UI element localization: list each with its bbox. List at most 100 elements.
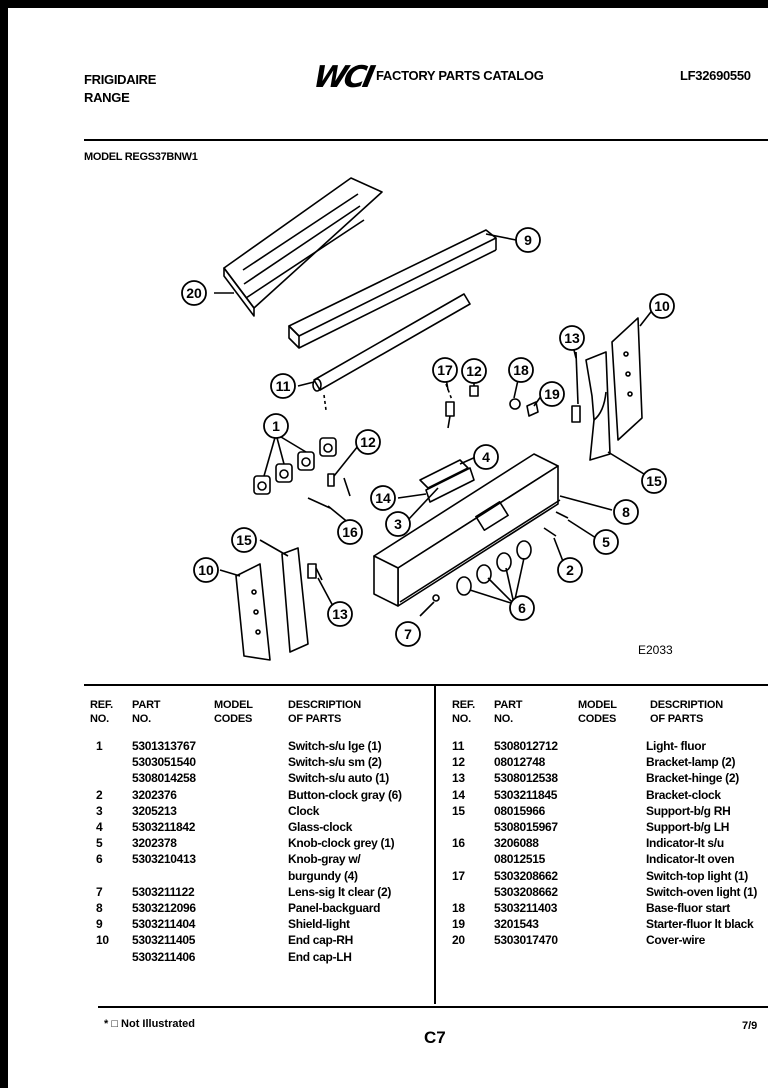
callout-11: 11 bbox=[276, 378, 291, 394]
description-cell: Panel-backguard bbox=[288, 901, 381, 915]
description-cell: Indicator-lt oven bbox=[646, 852, 735, 867]
part-number-cell: 5303211403 bbox=[494, 901, 558, 915]
header-divider bbox=[84, 139, 768, 141]
catalog-page: FRIGIDAIRE RANGE WCI FACTORY PARTS CATAL… bbox=[8, 8, 768, 1088]
part-number-cell: 5303210413 bbox=[132, 852, 196, 867]
description-cell: Support-b/g RH bbox=[646, 803, 731, 818]
table-row: 5308015967 Support-b/g LH bbox=[8, 819, 768, 835]
part-number-cell: 08012748 bbox=[494, 755, 545, 770]
part-number-cell: 5303051540 bbox=[132, 755, 196, 770]
part-number-cell: 3201543 bbox=[494, 917, 539, 932]
hdr-part-r: PART bbox=[494, 699, 523, 711]
description-cell: Switch-top light (1) bbox=[646, 868, 748, 883]
description-cell: Bracket-hinge (2) bbox=[646, 771, 739, 786]
ref-cell: 1 bbox=[96, 739, 103, 753]
part-number-cell: 5303208662 bbox=[494, 884, 558, 899]
callout-12b: 12 bbox=[360, 434, 376, 450]
part-number-cell: 5308015967 bbox=[494, 820, 558, 834]
description-cell: Cover-wire bbox=[646, 933, 706, 948]
part-knob-clock bbox=[555, 511, 569, 519]
hdr-model-r: MODEL bbox=[578, 699, 617, 711]
description-cell: burgundy (4) bbox=[288, 868, 358, 883]
part-end-cap-lh bbox=[235, 563, 271, 661]
ref-cell: 20 bbox=[452, 933, 465, 948]
hdr-desc-r: DESCRIPTION bbox=[650, 699, 723, 711]
drawing-code: E2033 bbox=[638, 643, 673, 657]
part-bracket-hinge-left bbox=[307, 563, 323, 581]
hdr-no-r: NO. bbox=[452, 713, 471, 725]
ref-cell: 7 bbox=[96, 884, 103, 899]
callout-6: 6 bbox=[518, 600, 526, 616]
hdr-desc: DESCRIPTION bbox=[288, 699, 361, 711]
callout-7: 7 bbox=[404, 626, 412, 642]
part-number-cell: 3202378 bbox=[132, 836, 177, 851]
part-base-fluor bbox=[509, 398, 521, 410]
hdr-part-no: NO. bbox=[132, 713, 151, 725]
ref-cell: 16 bbox=[452, 836, 465, 851]
description-cell: Lens-sig lt clear (2) bbox=[288, 884, 392, 899]
footer-date: 7/9 bbox=[742, 1020, 758, 1032]
callout-8: 8 bbox=[622, 504, 630, 520]
part-support-lh bbox=[281, 547, 309, 653]
part-number-cell: 5303211404 bbox=[132, 917, 196, 932]
callout-18: 18 bbox=[513, 362, 529, 378]
part-clock-glass bbox=[419, 459, 475, 503]
part-number-cell: 5308014258 bbox=[132, 771, 196, 786]
ref-cell: 9 bbox=[96, 917, 103, 932]
callout-16: 16 bbox=[342, 524, 358, 540]
part-light-fluor bbox=[312, 293, 471, 411]
part-number-cell: 5303208662 bbox=[494, 868, 558, 883]
callout-9: 9 bbox=[524, 232, 532, 248]
catalog-code: LF32690550 bbox=[680, 68, 751, 83]
hdr-codes: CODES bbox=[214, 713, 253, 725]
part-number-cell: 3205213 bbox=[132, 803, 177, 818]
callout-19: 19 bbox=[544, 386, 560, 402]
callout-3: 3 bbox=[394, 516, 402, 532]
ref-cell: 8 bbox=[96, 901, 103, 915]
description-cell: Shield-light bbox=[288, 917, 350, 932]
callout-2: 2 bbox=[566, 562, 574, 578]
description-cell: Starter-fluor lt black bbox=[646, 917, 754, 932]
ref-cell: 2 bbox=[96, 787, 103, 802]
hdr-codes-r: CODES bbox=[578, 713, 617, 725]
ref-cell: 5 bbox=[96, 836, 103, 851]
callout-10: 10 bbox=[654, 298, 670, 314]
part-shield-light bbox=[288, 229, 497, 349]
table-row: 5303208662 Switch-oven light (1) bbox=[8, 884, 768, 900]
description-cell: Support-b/g LH bbox=[646, 820, 730, 834]
description-cell: Glass-clock bbox=[288, 820, 353, 834]
part-backguard-panel bbox=[373, 453, 561, 607]
description-cell: End cap-LH bbox=[288, 949, 352, 964]
part-number-cell: 5303211842 bbox=[132, 820, 196, 834]
table-bottom-rule bbox=[98, 1006, 768, 1008]
hdr-part-no-r: NO. bbox=[494, 713, 513, 725]
description-cell: Switch-s/u sm (2) bbox=[288, 755, 382, 770]
page-number: C7 bbox=[424, 1028, 446, 1047]
table-row: burgundy (4) bbox=[8, 868, 768, 884]
ref-cell: 3 bbox=[96, 803, 103, 818]
hdr-ref-r: REF. bbox=[452, 699, 476, 711]
part-bracket-lamp-left bbox=[327, 473, 335, 487]
part-cover-wire bbox=[223, 177, 383, 317]
part-number-cell: 5301313767 bbox=[132, 739, 196, 753]
description-cell: Switch-oven light (1) bbox=[646, 884, 758, 899]
part-number-cell: 5303211122 bbox=[132, 884, 195, 899]
description-cell: End cap-RH bbox=[288, 933, 354, 948]
